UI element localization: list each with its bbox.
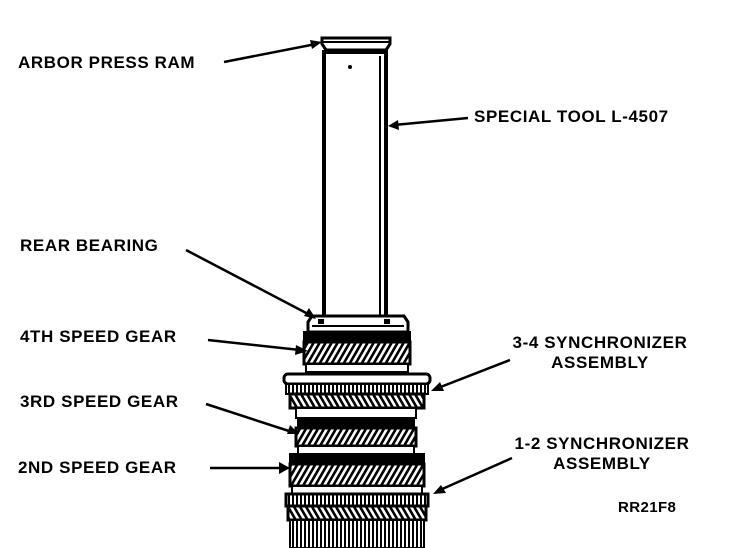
label-second-speed-gear: 2ND SPEED GEAR [18, 458, 177, 477]
rear-bearing [306, 314, 410, 334]
figure-code: RR21F8 [618, 499, 677, 516]
label-fourth-speed-gear: 4TH SPEED GEAR [20, 327, 177, 346]
label-sync-12-line2: ASSEMBLY [553, 454, 651, 473]
special-tool-tube [322, 50, 388, 320]
arbor-press-ram [320, 36, 392, 52]
sync-34-assembly [282, 372, 432, 419]
label-sync-34: 3-4 SYNCHRONIZER ASSEMBLY [494, 333, 706, 373]
label-third-speed-gear: 3RD SPEED GEAR [20, 392, 179, 411]
label-sync-12-line1: 1-2 SYNCHRONIZER [514, 434, 690, 453]
third-speed-gear [294, 417, 418, 455]
label-sync-34-line1: 3-4 SYNCHRONIZER [512, 333, 688, 352]
label-special-tool: SPECIAL TOOL L-4507 [474, 107, 669, 126]
label-rear-bearing: REAR BEARING [20, 236, 159, 255]
label-sync-12: 1-2 SYNCHRONIZER ASSEMBLY [496, 434, 708, 474]
label-sync-34-line2: ASSEMBLY [551, 353, 649, 372]
leader-lines [185, 40, 513, 494]
sync-12-assembly [284, 492, 430, 548]
second-speed-gear [288, 453, 426, 495]
fourth-speed-gear [302, 331, 412, 373]
label-arbor-press-ram: ARBOR PRESS RAM [18, 53, 196, 72]
